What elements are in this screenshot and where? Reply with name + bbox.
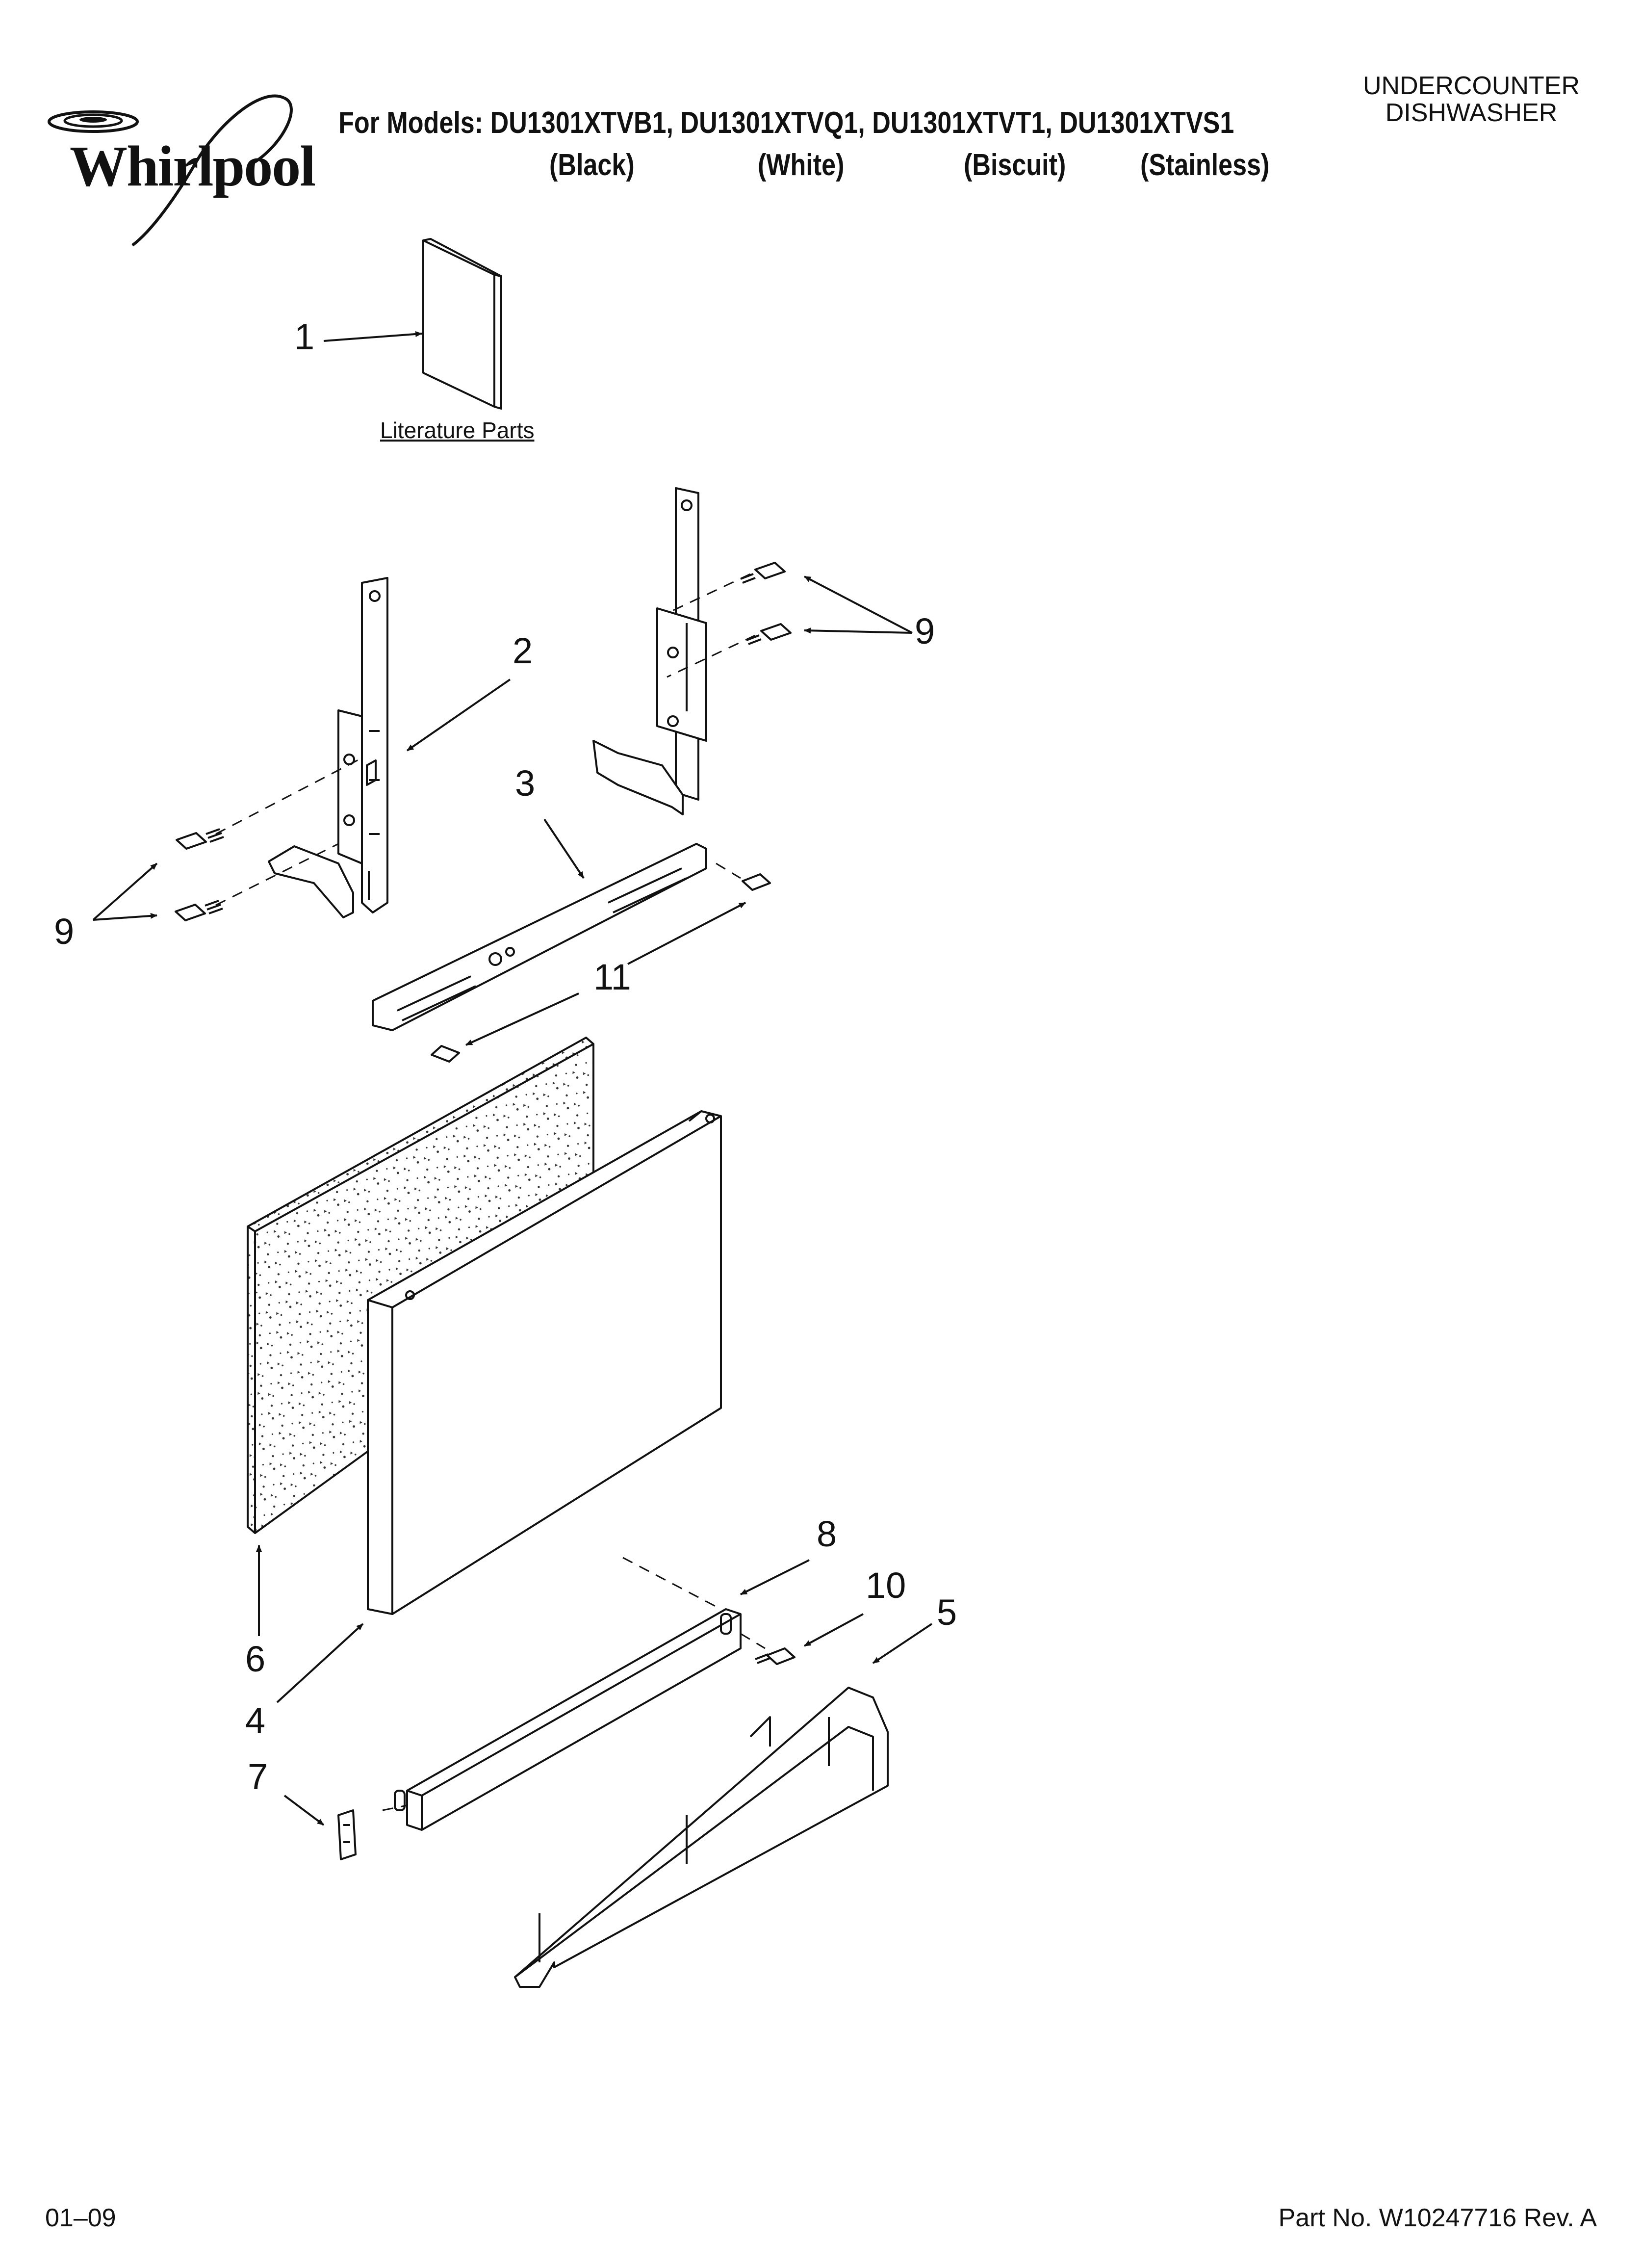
screw-part-10 bbox=[755, 1647, 795, 1665]
callout-6: 6 bbox=[245, 1639, 266, 1679]
finish-stainless: (Stainless) bbox=[1140, 148, 1270, 182]
whirlpool-swirl-icon bbox=[48, 94, 293, 247]
finish-white: (White) bbox=[758, 148, 845, 182]
callout-10: 10 bbox=[866, 1565, 906, 1606]
mounting-bracket-part-3 bbox=[372, 843, 707, 1031]
clip-part-7 bbox=[337, 1809, 357, 1860]
literature-parts-label: Literature Parts bbox=[380, 417, 535, 443]
screw-left-lower bbox=[175, 900, 223, 921]
door-panel-part-4 bbox=[367, 1110, 722, 1615]
callout-2: 2 bbox=[513, 630, 533, 671]
leader-lines bbox=[92, 331, 933, 1826]
dashed-assembly-lines bbox=[215, 573, 766, 1811]
left-hinge-bracket-part-2 bbox=[268, 577, 388, 918]
callout-1: 1 bbox=[294, 316, 315, 357]
toe-kick-bracket-part-5 bbox=[514, 1687, 889, 1988]
screw-left-upper bbox=[176, 828, 224, 850]
category-line-1: UNDERCOUNTER bbox=[1363, 72, 1580, 100]
brand-wordmark: Whirlpool bbox=[70, 134, 316, 198]
callout-11: 11 bbox=[593, 957, 631, 997]
callout-4: 4 bbox=[245, 1700, 266, 1741]
callout-7: 7 bbox=[248, 1756, 268, 1797]
appliance-category: UNDERCOUNTER DISHWASHER bbox=[1344, 73, 1599, 126]
screw-right-lower bbox=[746, 623, 792, 645]
screws-part-11 bbox=[431, 873, 771, 1063]
callout-9-right: 9 bbox=[915, 611, 935, 652]
callout-9-left: 9 bbox=[54, 911, 75, 952]
finish-black: (Black) bbox=[549, 148, 635, 182]
toe-kick-panel-part-8 bbox=[394, 1608, 742, 1831]
part-number: Part No. W10247716 Rev. A bbox=[1278, 2204, 1597, 2232]
category-line-2: DISHWASHER bbox=[1385, 98, 1558, 127]
date-code: 01–09 bbox=[45, 2204, 116, 2232]
literature-book-part-1 bbox=[422, 238, 502, 410]
callout-5: 5 bbox=[937, 1592, 957, 1633]
right-hinge-bracket bbox=[592, 487, 707, 815]
screws-part-9 bbox=[175, 562, 792, 921]
finish-biscuit: (Biscuit) bbox=[964, 148, 1066, 182]
models-line: For Models: DU1301XTVB1, DU1301XTVQ1, DU… bbox=[338, 106, 1234, 140]
brand-logo: Whirlpool bbox=[29, 88, 329, 250]
screw-right-upper bbox=[740, 562, 786, 584]
callout-8: 8 bbox=[817, 1513, 837, 1554]
callout-3: 3 bbox=[515, 763, 536, 804]
